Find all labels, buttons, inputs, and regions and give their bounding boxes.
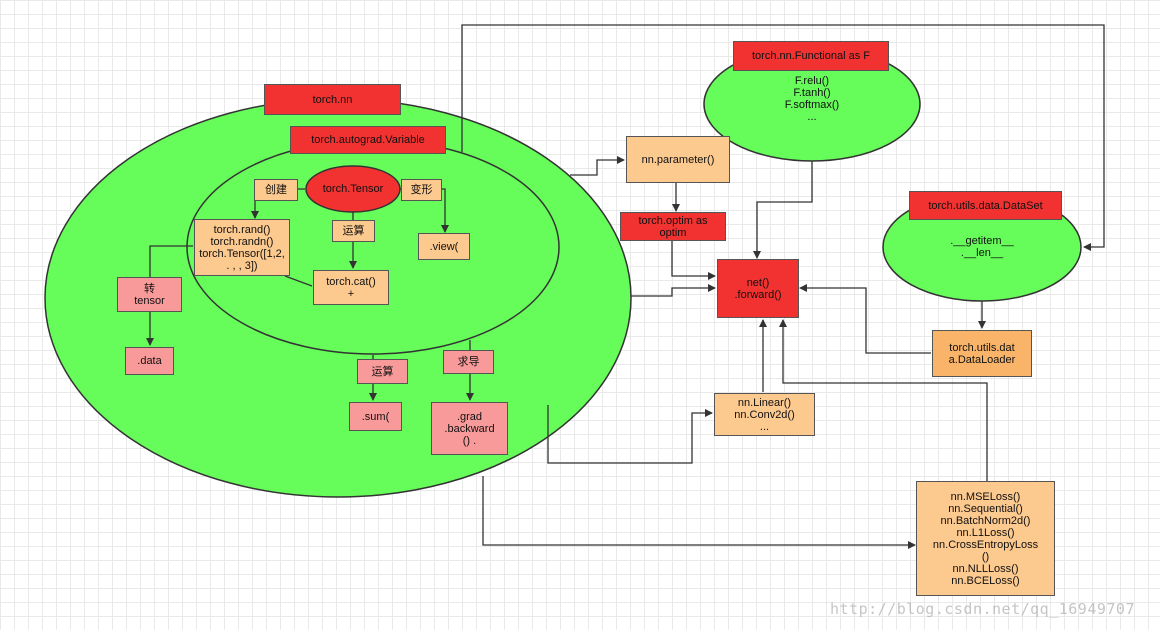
torch-nn-label: torch.nn [264, 84, 401, 115]
tensor-creation-box: torch.rand() torch.randn() torch.Tensor(… [194, 219, 290, 276]
loss-list-box: nn.MSELoss() nn.Sequential() nn.BatchNor… [916, 481, 1055, 596]
transform-label: 变形 [401, 179, 442, 201]
dataset-label: torch.utils.data.DataSet [909, 191, 1062, 220]
nn-linear-box: nn.Linear() nn.Conv2d() ... [714, 393, 815, 436]
compute-outer-label: 运算 [357, 359, 408, 384]
view-box: .view( [418, 233, 470, 260]
sum-box: .sum( [349, 402, 402, 431]
edge-optim-to-net [671, 241, 716, 280]
autograd-variable-label: torch.autograd.Variable [290, 126, 446, 154]
edge-creation-to-data [146, 245, 193, 346]
to-tensor-box: 转 tensor [117, 277, 182, 312]
watermark-text: http://blog.csdn.net/qq_16949707 [830, 600, 1135, 618]
torch-optim-box: torch.optim as optim [620, 212, 726, 241]
nn-parameter-box: nn.parameter() [626, 136, 730, 183]
torch-tensor-label: torch.Tensor [322, 183, 384, 195]
edge-nn-to-loss [482, 476, 916, 549]
data-box: .data [125, 347, 174, 375]
functional-label: torch.nn.Functional as F [733, 41, 889, 71]
net-forward-box: net() .forward() [717, 259, 799, 318]
dataset-items: .__getitem__ .__len__ [950, 235, 1014, 259]
edge-creation-to-cat [284, 275, 313, 287]
torch-cat-box: torch.cat() + [313, 270, 389, 305]
functional-items: F.relu() F.tanh() F.softmax() ... [784, 75, 840, 123]
edge-dataloader-to-net [799, 284, 931, 354]
edge-nn-to-linear [547, 405, 713, 464]
edge-nn-to-parameter [570, 156, 625, 176]
edge-top-loop-to-dataset [461, 24, 1105, 251]
create-label: 创建 [254, 179, 298, 201]
grad-backward-box: .grad .backward () . [431, 402, 508, 455]
edge-nn-to-net [631, 284, 716, 297]
compute-inner-label: 运算 [332, 220, 375, 242]
derivative-label: 求导 [443, 350, 494, 374]
dataloader-box: torch.utils.dat a.DataLoader [932, 330, 1032, 377]
edge-loss-to-net [779, 319, 988, 481]
edge-functional-to-net [753, 161, 813, 259]
